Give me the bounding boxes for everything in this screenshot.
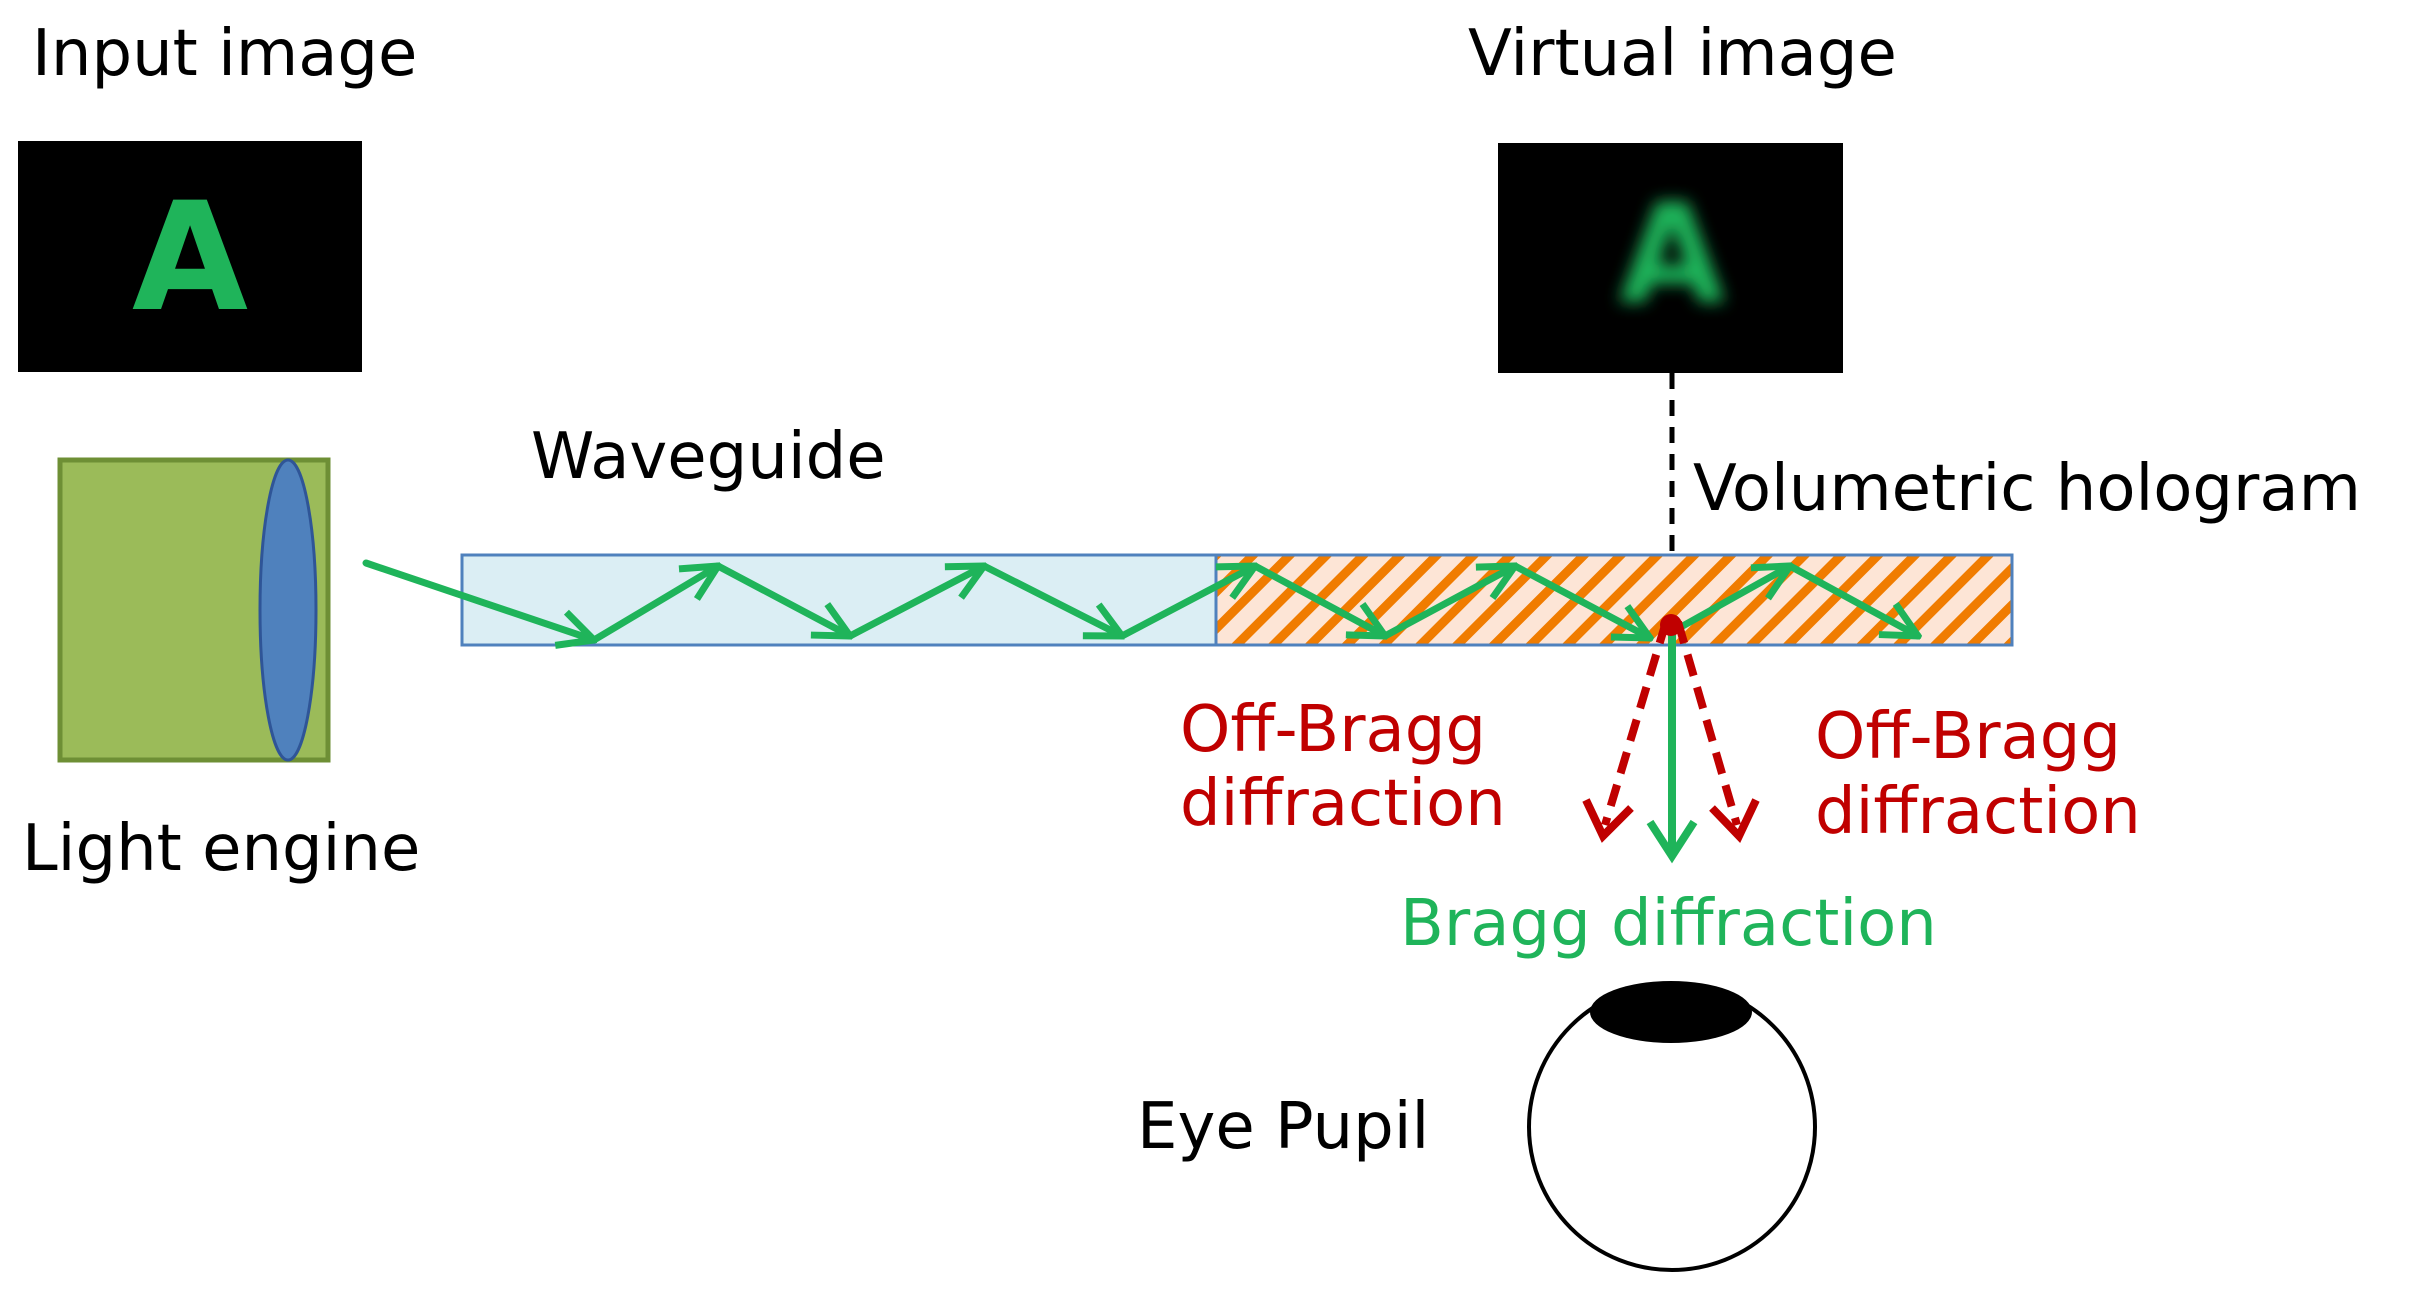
eye-pupil-label: Eye Pupil (1137, 1090, 1429, 1164)
light-engine-lens (258, 458, 318, 762)
volumetric-hologram-label: Volumetric hologram (1693, 452, 2361, 526)
diffraction-point (1660, 614, 1682, 636)
off-bragg-left-label-line1: Off-Bragg (1180, 693, 1486, 767)
volumetric-hologram-body (1214, 553, 2014, 647)
off-bragg-right-label-line1: Off-Bragg (1815, 700, 2121, 774)
eye-pupil-shape (1590, 981, 1752, 1043)
virtual-image-frame (1498, 143, 1843, 373)
off-bragg-left-label-line2: diffraction (1180, 767, 1506, 841)
input-image-frame (18, 141, 362, 372)
virtual-image-label: Virtual image (1468, 17, 1897, 91)
off-bragg-left-arrow (1582, 620, 1670, 843)
bragg-arrow (1646, 625, 1698, 864)
waveguide-label: Waveguide (531, 420, 886, 494)
off-bragg-right-arrow (1674, 620, 1760, 843)
light-engine-label: Light engine (22, 812, 420, 886)
bragg-diffraction-label: Bragg diffraction (1400, 887, 1937, 961)
input-image-label: Input image (32, 17, 417, 91)
input-image-letter: A (132, 171, 248, 345)
guided-light-path (362, 559, 1918, 640)
virtual-image-letter: A (1619, 174, 1726, 335)
off-bragg-right-label-line2: diffraction (1815, 775, 2141, 849)
